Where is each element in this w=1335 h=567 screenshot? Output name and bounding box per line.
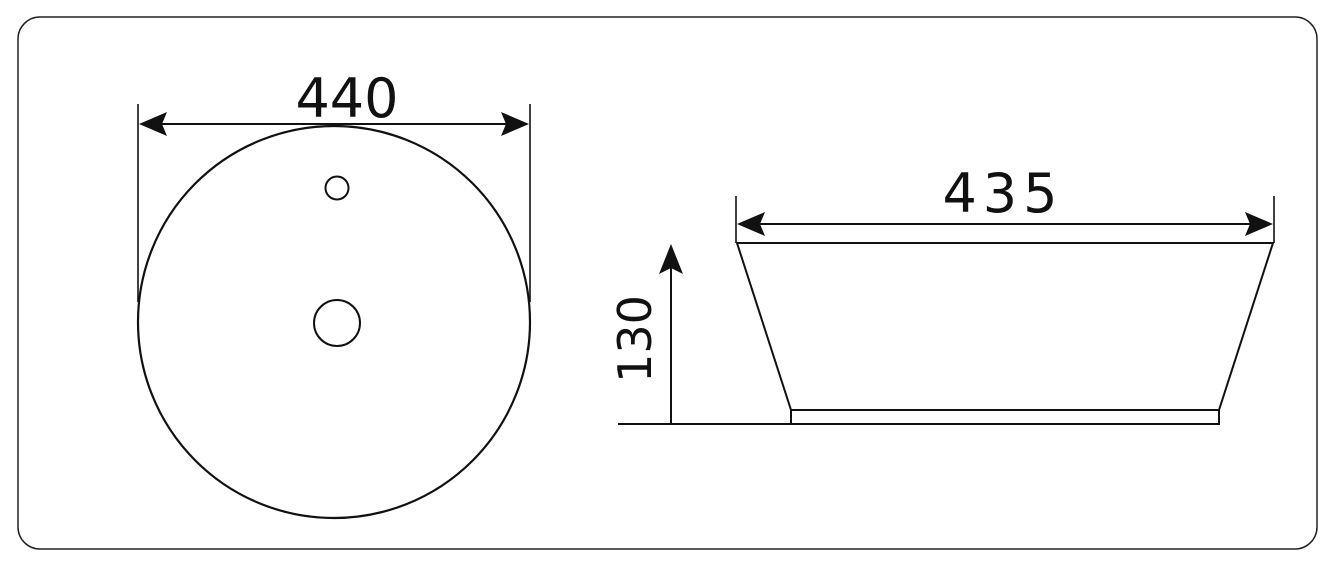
side-view: 435 130: [608, 162, 1275, 425]
top-width-arrow-right: [501, 112, 529, 136]
top-width-arrow-left: [139, 112, 167, 136]
drawing-frame: [17, 16, 1318, 550]
height-arrow-up: [659, 244, 683, 274]
drain-hole: [313, 299, 361, 347]
height-label: 130: [608, 295, 662, 383]
side-width-arrow-right: [1245, 212, 1273, 236]
side-width-label: 435: [942, 162, 1063, 225]
side-width-arrow-left: [737, 212, 765, 236]
top-width-label: 440: [295, 67, 398, 130]
top-view: 440: [136, 67, 532, 520]
overflow-hole: [324, 175, 350, 201]
basin-outline-circle: [136, 124, 532, 520]
basin-side-profile: [735, 242, 1275, 424]
